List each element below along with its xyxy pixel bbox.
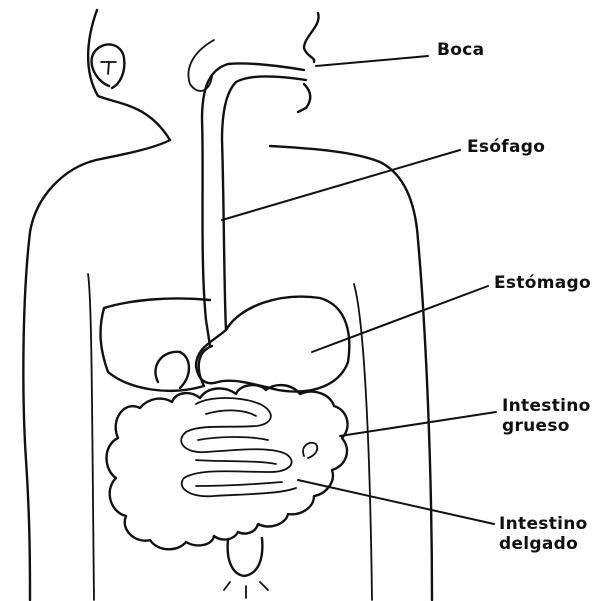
esophagus-inner-wall [222, 77, 306, 331]
leader-line-esofago [222, 150, 460, 220]
leader-line-intestino-delgado [298, 480, 494, 524]
stomach-outline [196, 297, 349, 392]
label-intestino-grueso: Intestino grueso [502, 396, 591, 436]
pharynx-outline [188, 40, 214, 91]
esophagus-outer-wall [202, 63, 304, 346]
left-shoulder [23, 140, 170, 600]
left-arm-line [88, 274, 94, 600]
leader-line-intestino-grueso [340, 412, 496, 436]
leader-line-boca [316, 56, 428, 66]
appendix [303, 443, 317, 458]
label-intestino-delgado-line2: delgado [499, 534, 588, 554]
head-back-outline [88, 10, 170, 140]
right-shoulder [270, 146, 432, 600]
face-profile [298, 13, 319, 112]
label-intestino-grueso-line2: grueso [502, 416, 591, 436]
anus-marks [224, 582, 268, 598]
leader-line-estomago [312, 286, 488, 352]
label-boca: Boca [437, 40, 484, 60]
label-intestino-delgado: Intestino delgado [499, 514, 588, 554]
label-intestino-grueso-line1: Intestino [502, 396, 591, 416]
gallbladder-outline [155, 352, 189, 388]
ear-detail [101, 62, 116, 74]
label-esofago: Esófago [467, 137, 545, 157]
label-estomago: Estómago [494, 273, 591, 293]
label-intestino-delgado-line1: Intestino [499, 514, 588, 534]
rectum-outline [228, 538, 263, 576]
